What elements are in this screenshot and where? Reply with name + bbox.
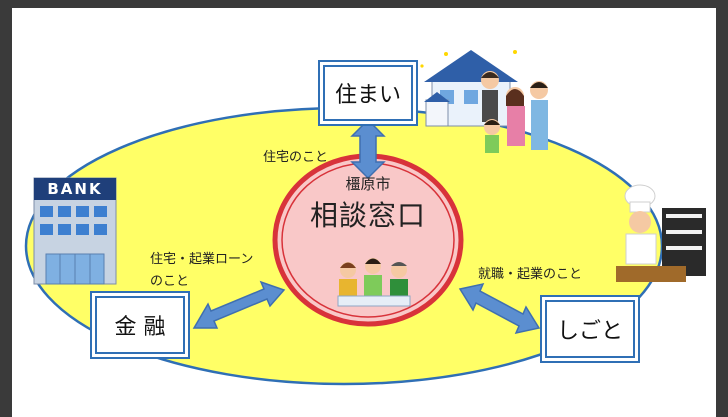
- bank-sign: BANK: [47, 180, 103, 198]
- finance-box-label: 金 融: [114, 315, 166, 340]
- center-city-label: 橿原市: [345, 175, 391, 193]
- arrow-housing: [350, 118, 386, 180]
- bank-icon: [33, 177, 117, 285]
- diagram-panel: 橿原市 相談窓口 住まい 金 融 しごと 住宅のこと 住宅・起業ローン のこと …: [12, 8, 716, 417]
- work-box-label: しごと: [556, 319, 623, 344]
- counseling-people-icon: [337, 258, 411, 307]
- housing-link-label: 住宅のこと: [263, 150, 329, 165]
- housing-box: 住まい: [318, 60, 418, 126]
- center-title: 相談窓口: [309, 199, 426, 232]
- arrow-work: [458, 282, 541, 335]
- chef-icon: [616, 184, 706, 282]
- finance-link-label-line2: のこと: [150, 274, 190, 289]
- finance-box: 金 融: [90, 291, 190, 359]
- arrow-finance: [192, 280, 286, 329]
- work-link-label: 就職・起業のこと: [478, 267, 583, 282]
- work-box: しごと: [540, 295, 640, 363]
- finance-link-label-line1: 住宅・起業ローン: [150, 252, 254, 267]
- housing-box-label: 住まい: [334, 83, 401, 108]
- house-family-icon: [420, 50, 548, 153]
